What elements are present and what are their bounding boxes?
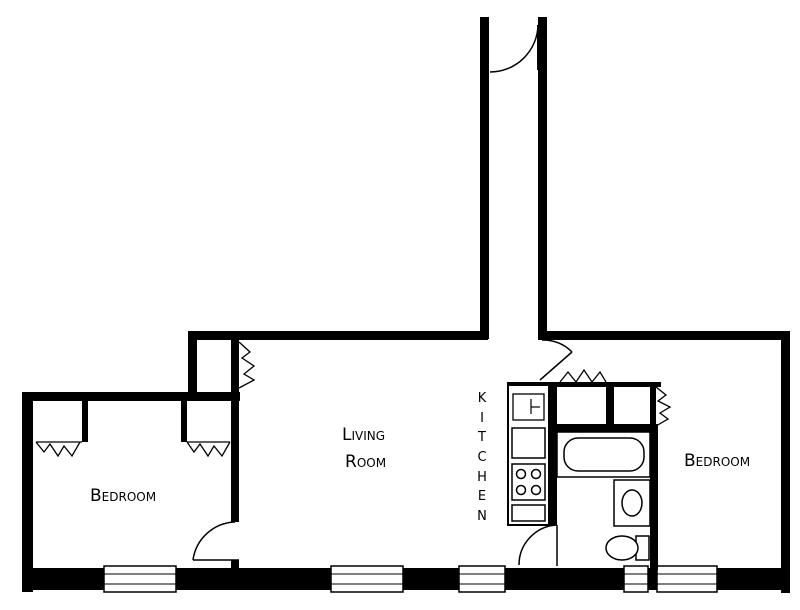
entrance-door-swing	[489, 24, 539, 73]
kitchen-letter: H	[477, 470, 487, 485]
right-wall	[781, 331, 790, 593]
label-bedroom-left: BEDROOM	[90, 486, 156, 506]
entrance-door[interactable]	[489, 24, 539, 73]
kitchen-counter	[507, 382, 557, 526]
kitchen-letter: E	[478, 489, 486, 504]
kitchen-letter: C	[477, 450, 486, 465]
bathroom	[549, 424, 658, 570]
bedroom-left-partition-upper	[231, 340, 239, 522]
bathroom-sink	[613, 479, 651, 527]
window-1	[103, 565, 177, 593]
bottom-wall	[22, 568, 790, 590]
kitchen-letter: K	[478, 391, 487, 406]
label-living-room-line1: LIVING	[342, 425, 385, 445]
bathroom-door-swing	[518, 524, 558, 566]
kitchen-letter: I	[480, 411, 484, 426]
bathroom-top-wall	[549, 424, 656, 432]
bedroom-right-door-swing	[541, 339, 573, 353]
top-wall-living	[188, 331, 488, 340]
wardrobe-left-1	[35, 400, 88, 458]
right-closets	[549, 368, 672, 428]
label-living-room-line2: ROOM	[345, 452, 386, 472]
bathroom-left-wall	[549, 424, 557, 525]
bathtub	[556, 431, 651, 478]
label-bedroom-right: BEDROOM	[684, 451, 750, 471]
bedroom-left-outer-wall	[22, 392, 33, 592]
closet-right-divider-1	[606, 382, 614, 428]
bedroom-left-door[interactable]	[192, 521, 239, 561]
kitchen-sink	[512, 393, 545, 421]
toilet	[605, 535, 650, 561]
window-5	[656, 565, 718, 593]
bedroom-right-door-leaf	[539, 351, 573, 381]
bathroom-door[interactable]	[518, 524, 558, 566]
hallway	[480, 17, 547, 339]
kitchen-stove	[511, 463, 546, 501]
closet-right-top	[549, 382, 661, 387]
bathroom-right-wall	[650, 424, 658, 570]
window-2	[330, 565, 404, 593]
bedroom-left-partition-lower	[231, 560, 239, 570]
kitchen-letter: T	[477, 430, 486, 445]
kitchen-fridge	[511, 427, 546, 459]
bedroom-right-door[interactable]	[539, 339, 573, 381]
kitchen-letter: N	[477, 509, 487, 524]
top-wall-right	[538, 331, 790, 340]
hall-closet-door[interactable]	[238, 341, 256, 389]
closet-right-partition	[650, 382, 656, 428]
bedroom-left-door-swing	[192, 521, 236, 561]
closet-left-wall	[188, 331, 197, 398]
wardrobe-left-2	[181, 400, 231, 458]
hallway-left-wall	[480, 17, 489, 339]
hallway-right-wall	[538, 17, 547, 339]
window-3	[458, 565, 506, 593]
window-4	[623, 565, 649, 593]
label-kitchen: K I T C H E N	[477, 391, 487, 524]
bedroom-left-top-wall	[22, 392, 240, 401]
